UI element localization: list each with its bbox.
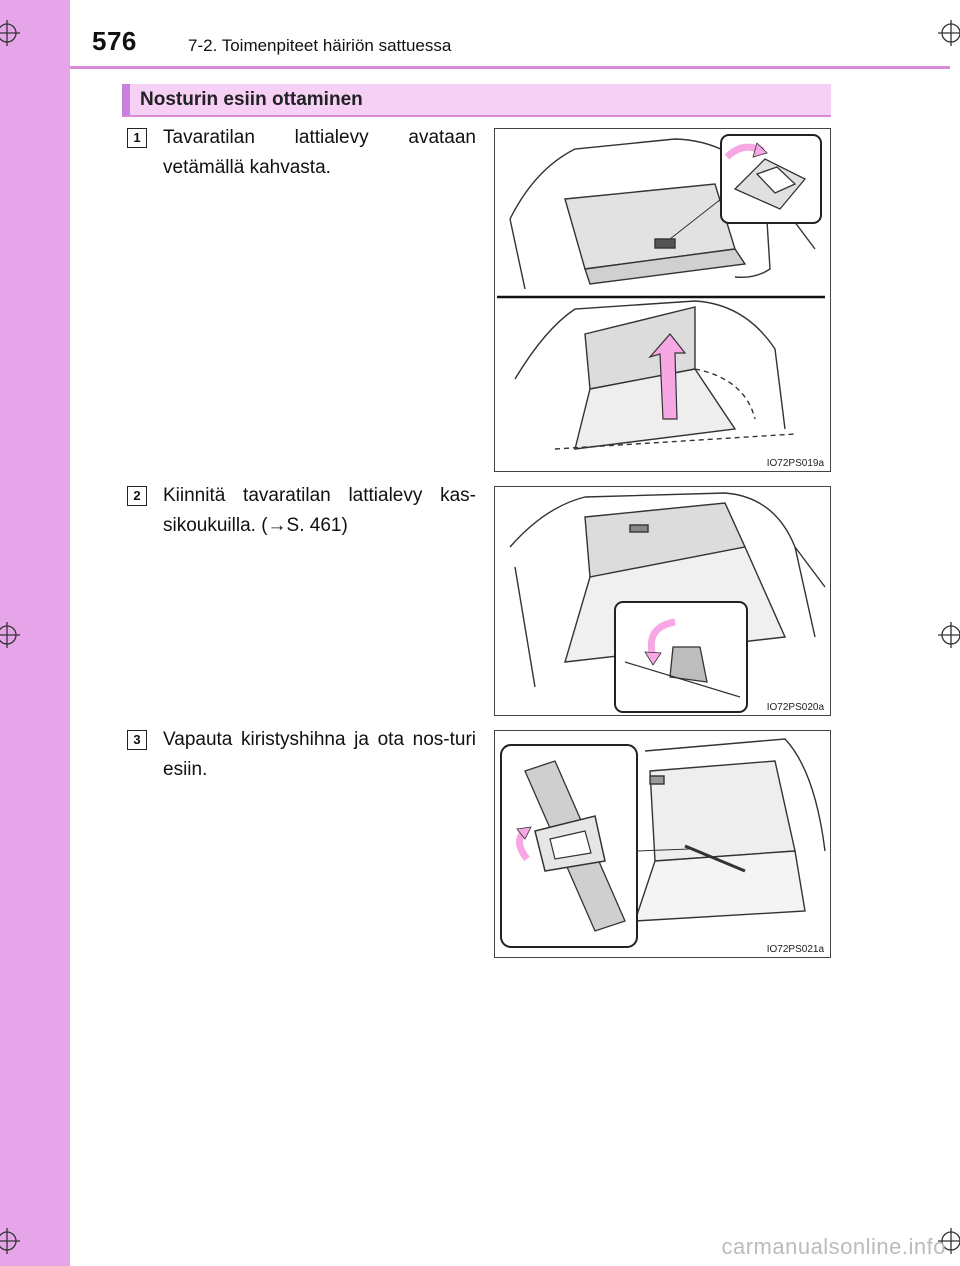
header-rule bbox=[70, 66, 950, 69]
registration-mark-icon bbox=[938, 622, 960, 648]
figure-open-deck-board: IO72PS019a bbox=[494, 128, 831, 472]
step-text-2: Kiinnitä tavaratilan lattialevy kas-siko… bbox=[163, 485, 476, 536]
figure-code: IO72PS019a bbox=[764, 458, 826, 469]
figure-attach-deck-board: IO72PS020a bbox=[494, 486, 831, 716]
section-heading: Nosturin esiin ottaminen bbox=[122, 84, 831, 117]
registration-mark-icon bbox=[0, 622, 20, 648]
figure-remove-jack: IO72PS021a bbox=[494, 730, 831, 958]
trunk-hook-illustration-icon bbox=[509, 492, 826, 713]
figure-code: IO72PS020a bbox=[764, 702, 826, 713]
step-number-2: 2 bbox=[127, 486, 147, 506]
step-number-3: 3 bbox=[127, 730, 147, 750]
registration-mark-icon bbox=[0, 1228, 20, 1254]
section-accent bbox=[122, 84, 130, 115]
registration-mark-icon bbox=[938, 20, 960, 46]
step-number-1: 1 bbox=[127, 128, 147, 148]
page-number: 576 bbox=[92, 26, 137, 56]
watermark: carmanualsonline.info bbox=[721, 1234, 946, 1259]
chapter-title: 7-2. Toimenpiteet häiriön sattuessa bbox=[188, 36, 452, 55]
registration-mark-icon bbox=[0, 20, 20, 46]
side-band bbox=[0, 0, 70, 1266]
step-text-1: Tavaratilan lattialevy avataan vetämällä… bbox=[163, 127, 476, 178]
figure-code: IO72PS021a bbox=[764, 944, 826, 955]
trunk-illustration-icon bbox=[497, 134, 825, 450]
jack-illustration-icon bbox=[500, 738, 826, 948]
step-text-3: Vapauta kiristyshihna ja ota nos-turi es… bbox=[163, 729, 476, 780]
section-title: Nosturin esiin ottaminen bbox=[140, 89, 363, 110]
